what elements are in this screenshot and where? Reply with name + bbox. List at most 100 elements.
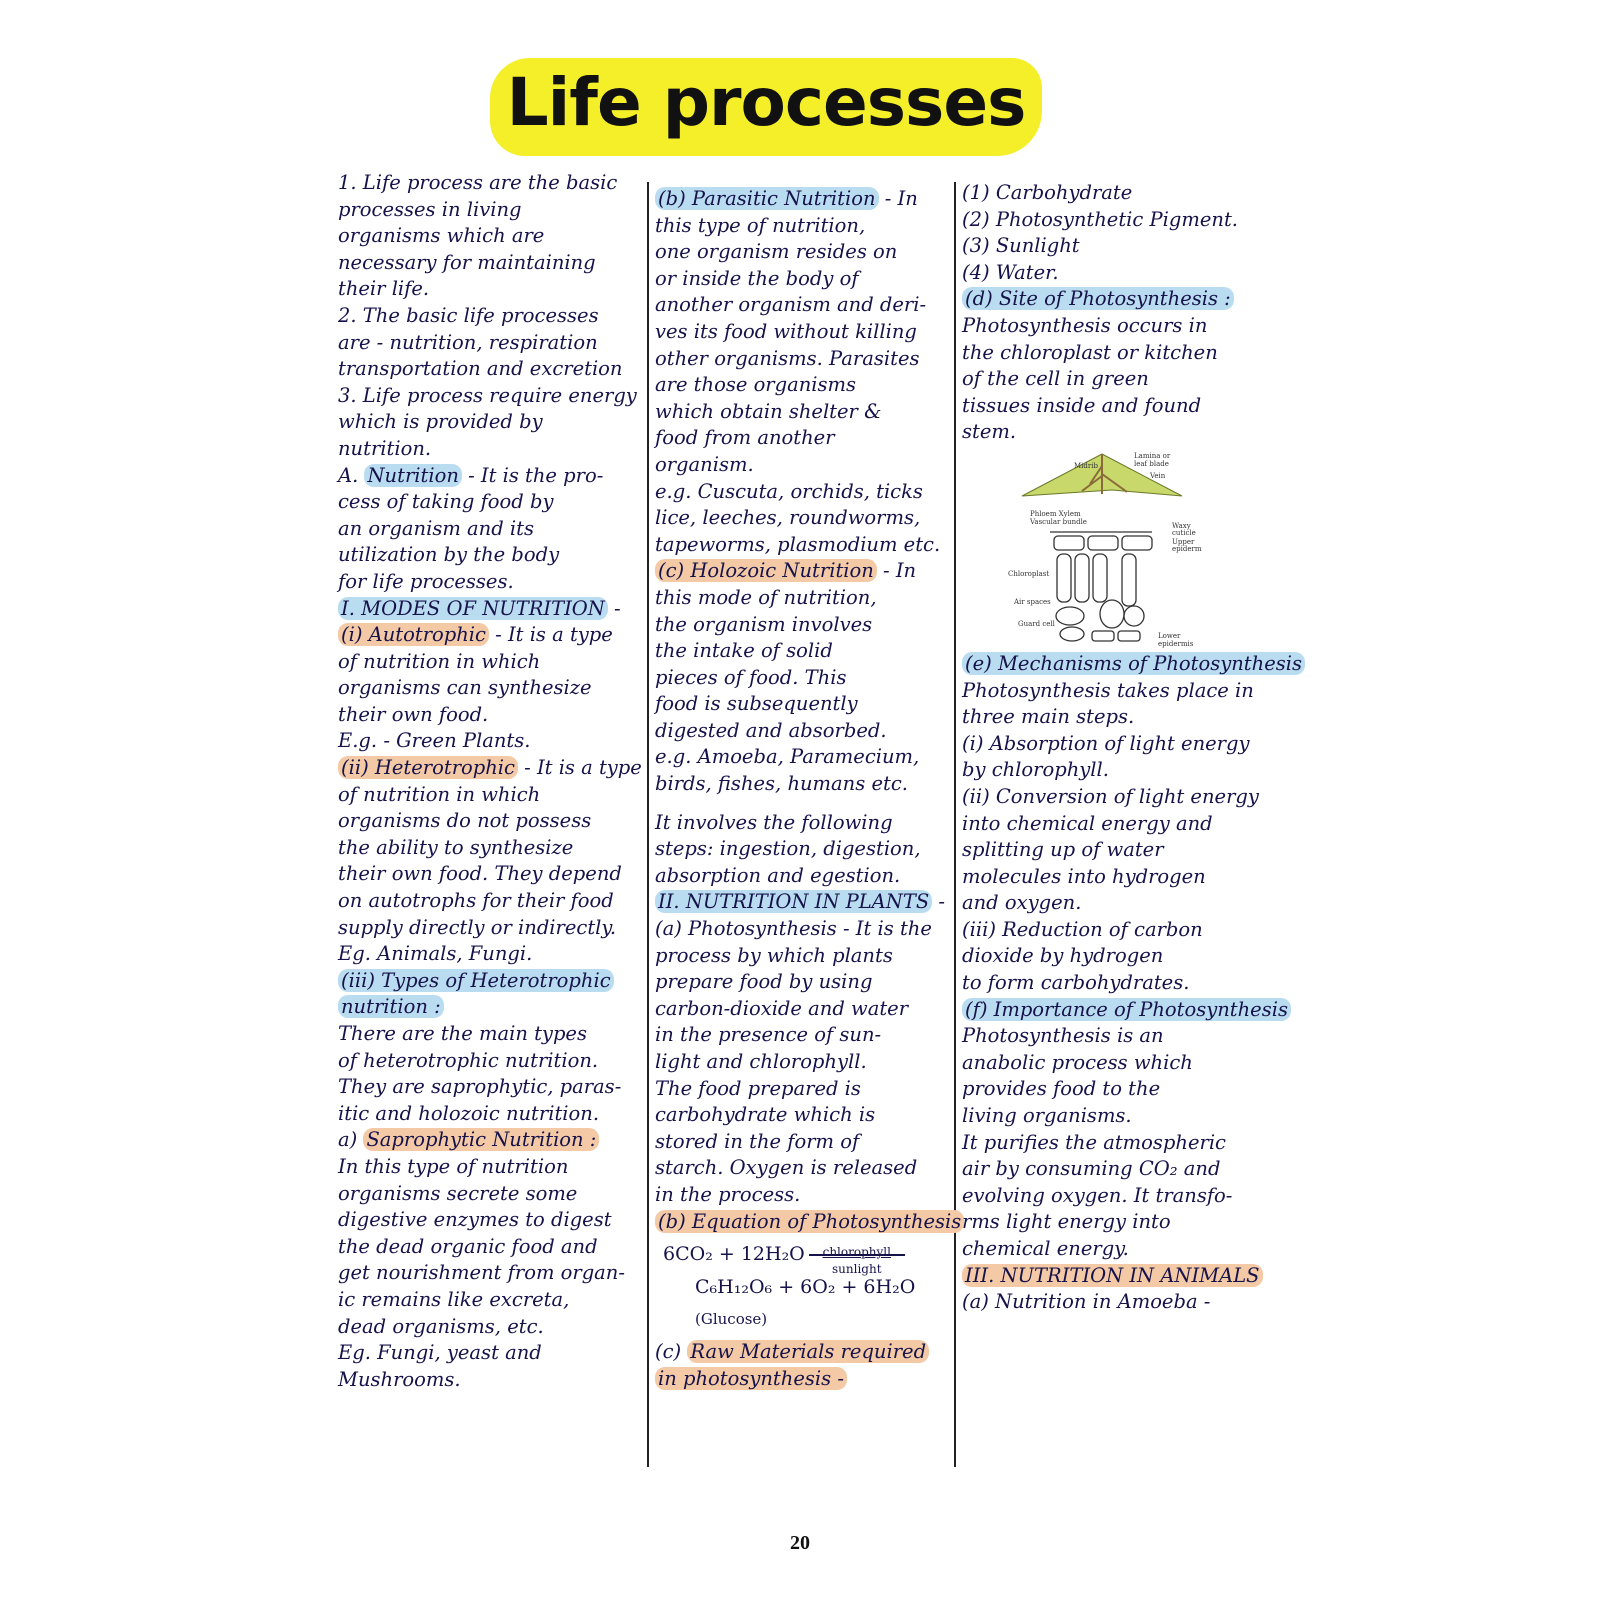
text-line: stem. [962, 420, 1017, 444]
text-line: ves its food without killing [655, 319, 917, 343]
text-line: rms light energy into [962, 1210, 1171, 1234]
heading-line: (i) Autotrophic - It is a type [338, 622, 646, 649]
text-line: one organism resides on [655, 240, 898, 264]
text-line: tissues inside and found [962, 393, 1202, 417]
heading-line: a) Saprophytic Nutrition : [338, 1127, 646, 1154]
label-upper: Upper [1172, 538, 1195, 546]
heading-text: - It is the pro- [461, 463, 604, 487]
heading-line: in photosynthesis - [655, 1366, 953, 1393]
text-line: the chloroplast or kitchen [962, 340, 1218, 364]
highlighted-heading: (b) Parasitic Nutrition [655, 187, 879, 210]
text-line: itic and holozoic nutrition. [338, 1101, 600, 1125]
title-highlight: Life processes [490, 58, 1042, 156]
text-line: in the process. [655, 1182, 801, 1206]
text-line: (a) Nutrition in Amoeba - [962, 1290, 1211, 1314]
heading-prefix: a) [338, 1128, 364, 1152]
text-line: the dead organic food and [338, 1234, 598, 1258]
text-line: organism. [655, 452, 754, 476]
text-line: of nutrition in which [338, 649, 541, 673]
label-cuticle: cuticle [1172, 529, 1196, 537]
label-lower: Lower [1158, 632, 1181, 640]
highlighted-heading: (b) Equation of Photosynthesis [655, 1209, 965, 1233]
text-line: (iii) Reduction of carbon [962, 917, 1203, 941]
text-line: food from another [655, 426, 835, 450]
text-line: transportation and excretion [338, 357, 623, 381]
column-3: (1) Carbohydrate (2) Photosynthetic Pigme… [962, 180, 1305, 1316]
text-line: Eg. Animals, Fungi. [338, 942, 533, 966]
text-line: organisms do not possess [338, 809, 592, 833]
text-line: (2) Photosynthetic Pigment. [962, 207, 1238, 231]
heading-text: - [607, 596, 621, 620]
highlighted-heading: (d) Site of Photosynthesis : [962, 287, 1234, 311]
label-lamina: Lamina or [1134, 452, 1171, 460]
text-line: tapeworms, plasmodium etc. [655, 532, 941, 556]
heading-line: (e) Mechanisms of Photosynthesis [962, 651, 1305, 678]
arrow-condition-top: chlorophyll [822, 1245, 891, 1260]
text-line: E.g. - Green Plants. [338, 729, 531, 753]
text-line: this type of nutrition, [655, 213, 866, 237]
highlighted-heading: nutrition : [338, 995, 444, 1019]
heading-line: (iii) Types of Heterotrophic [338, 968, 646, 995]
text-line: (4) Water. [962, 260, 1059, 284]
heading-text: - It is a type [517, 756, 642, 780]
text-line: into chemical energy and [962, 811, 1213, 835]
text-line: which obtain shelter & [655, 399, 882, 423]
spacer [655, 798, 953, 810]
heading-text: - In [876, 559, 917, 583]
label-vascular-bundle: Vascular bundle [1029, 518, 1087, 526]
text-line: on autotrophs for their food [338, 889, 614, 913]
text-line: It involves the following [655, 810, 893, 834]
text-line: There are the main types [338, 1022, 587, 1045]
text-line: anabolic process which [962, 1050, 1193, 1074]
text-line: process by which plants [655, 943, 893, 967]
label-lamina-2: leaf blade [1134, 460, 1169, 468]
heading-line: nutrition : [338, 994, 646, 1021]
text-line: lice, leeches, roundworms, [655, 506, 921, 530]
heading-line: (f) Importance of Photosynthesis [962, 997, 1291, 1024]
text-line: supply directly or indirectly. [338, 915, 617, 939]
text-line: three main steps. [962, 705, 1135, 729]
text-line: get nourishment from organ- [338, 1261, 625, 1285]
highlighted-heading: II. NUTRITION IN PLANTS [655, 890, 933, 914]
text-line: another organism and deri- [655, 293, 927, 317]
text-line: molecules into hydrogen [962, 864, 1206, 888]
highlighted-heading: (i) Autotrophic [338, 623, 489, 647]
text-line: starch. Oxygen is released [655, 1156, 918, 1180]
page-title: Life processes [506, 64, 1027, 141]
highlighted-heading: Raw Materials required [687, 1339, 930, 1363]
heading-text: - [932, 890, 945, 914]
text-line: pieces of food. This [655, 665, 847, 689]
column-2: (b) Parasitic Nutrition - In this type of… [655, 186, 965, 1393]
text-line: Eg. Fungi, yeast and [338, 1341, 542, 1365]
text-line: (i) Absorption of light energy [962, 731, 1250, 755]
text-line: which is provided by [338, 410, 543, 434]
heading-prefix: (c) [655, 1339, 688, 1363]
text-line: digestive enzymes to digest [338, 1208, 612, 1232]
text-line: dioxide by hydrogen [962, 944, 1164, 968]
heading-line: III. NUTRITION IN ANIMALS [962, 1263, 1277, 1290]
equation-products: C₆H₁₂O₆ + 6O₂ + 6H₂O [695, 1275, 916, 1298]
label-chloroplast: Chloroplast [1008, 570, 1049, 578]
label-waxy: Waxy [1172, 522, 1191, 530]
text-line: their own food. They depend [338, 862, 622, 886]
text-line: the intake of solid [655, 639, 833, 663]
text-line: steps: ingestion, digestion, [655, 837, 921, 861]
label-vein: Vein [1149, 472, 1166, 480]
text-line: cess of taking food by [338, 490, 554, 514]
label-phloem-xylem: Phloem Xylem [1030, 510, 1081, 518]
text-line: Mushrooms. [338, 1367, 461, 1391]
heading-prefix: A. [338, 463, 365, 487]
text-line: prepare food by using [655, 970, 873, 994]
highlighted-heading: (c) Holozoic Nutrition [655, 559, 877, 583]
text-line: carbon-dioxide and water [655, 996, 909, 1020]
heading-line: A. Nutrition - It is the pro- [338, 463, 646, 490]
text-line: processes in living [338, 197, 522, 221]
heading-line: (d) Site of Photosynthesis : [962, 286, 1277, 313]
highlighted-heading: I. MODES OF NUTRITION [338, 596, 608, 620]
text-line: (1) Carbohydrate [962, 181, 1133, 204]
heading-text: - It is a type [488, 623, 613, 647]
text-line: dead organisms, etc. [338, 1314, 544, 1338]
heading-line: (c) Holozoic Nutrition - In [655, 558, 953, 585]
